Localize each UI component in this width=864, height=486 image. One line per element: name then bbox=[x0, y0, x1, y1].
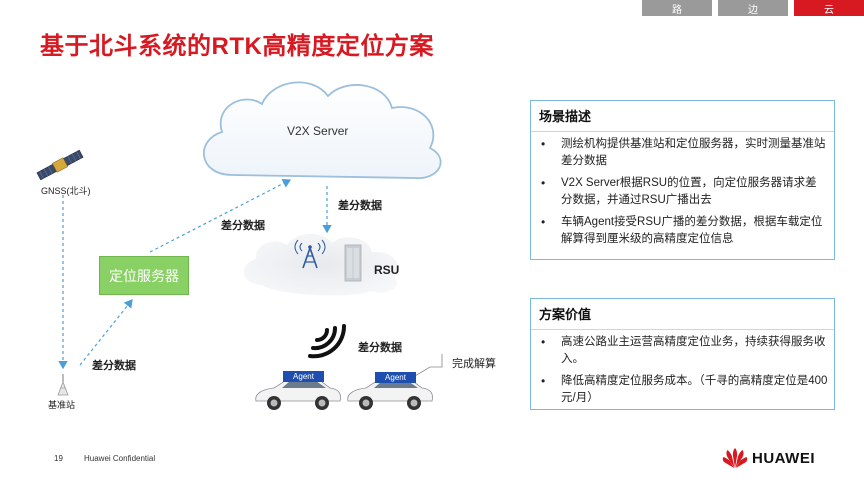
gnss-label: GNSS(北斗) bbox=[41, 184, 91, 197]
rsu-cabinet-icon bbox=[345, 245, 361, 281]
solve-label: 完成解算 bbox=[452, 355, 496, 371]
wireless-signal-icon bbox=[310, 326, 344, 356]
list-item: 降低高精度定位服务成本。（千寻的高精度定位是400元/月） bbox=[539, 373, 828, 407]
list-item: 高速公路业主运营高精度定位业务，持续获得服务收入。 bbox=[539, 334, 828, 368]
rsu-label: RSU bbox=[374, 263, 399, 277]
page-number: 19 bbox=[54, 454, 63, 463]
diff-data-label-rsu: 差分数据 bbox=[358, 339, 402, 355]
base-station-icon bbox=[58, 374, 68, 395]
list-item: V2X Server根据RSU的位置，向定位服务器请求差分数据，并通过RSU广播… bbox=[539, 175, 828, 209]
cloud-label: V2X Server bbox=[287, 124, 348, 138]
list-item: 车辆Agent接受RSU广播的差分数据，根据车载定位解算得到厘米级的高精度定位信… bbox=[539, 214, 828, 248]
satellite-icon bbox=[36, 149, 83, 180]
value-list: 高速公路业主运营高精度定位业务，持续获得服务收入。 降低高精度定位服务成本。（千… bbox=[531, 330, 834, 414]
brand-name: HUAWEI bbox=[752, 450, 815, 467]
positioning-server-box: 定位服务器 bbox=[99, 256, 189, 295]
scenario-title: 场景描述 bbox=[531, 101, 834, 132]
agent-tag-1: Agent bbox=[283, 371, 324, 382]
agent-tag-2: Agent bbox=[375, 372, 416, 383]
huawei-logo-icon bbox=[722, 447, 748, 469]
scenario-list: 测绘机构提供基准站和定位服务器，实时测量基准站差分数据 V2X Server根据… bbox=[531, 132, 834, 255]
base-station-label: 基准站 bbox=[48, 398, 75, 411]
value-title: 方案价值 bbox=[531, 299, 834, 330]
list-item: 测绘机构提供基准站和定位服务器，实时测量基准站差分数据 bbox=[539, 136, 828, 170]
diff-data-label-server: 差分数据 bbox=[221, 217, 265, 233]
diff-data-label-base: 差分数据 bbox=[92, 357, 136, 373]
diff-data-label-cloud: 差分数据 bbox=[338, 197, 382, 213]
huawei-brand: HUAWEI bbox=[722, 447, 815, 469]
scenario-panel: 场景描述 测绘机构提供基准站和定位服务器，实时测量基准站差分数据 V2X Ser… bbox=[530, 100, 835, 260]
confidential-label: Huawei Confidential bbox=[84, 454, 155, 463]
value-panel: 方案价值 高速公路业主运营高精度定位业务，持续获得服务收入。 降低高精度定位服务… bbox=[530, 298, 835, 410]
